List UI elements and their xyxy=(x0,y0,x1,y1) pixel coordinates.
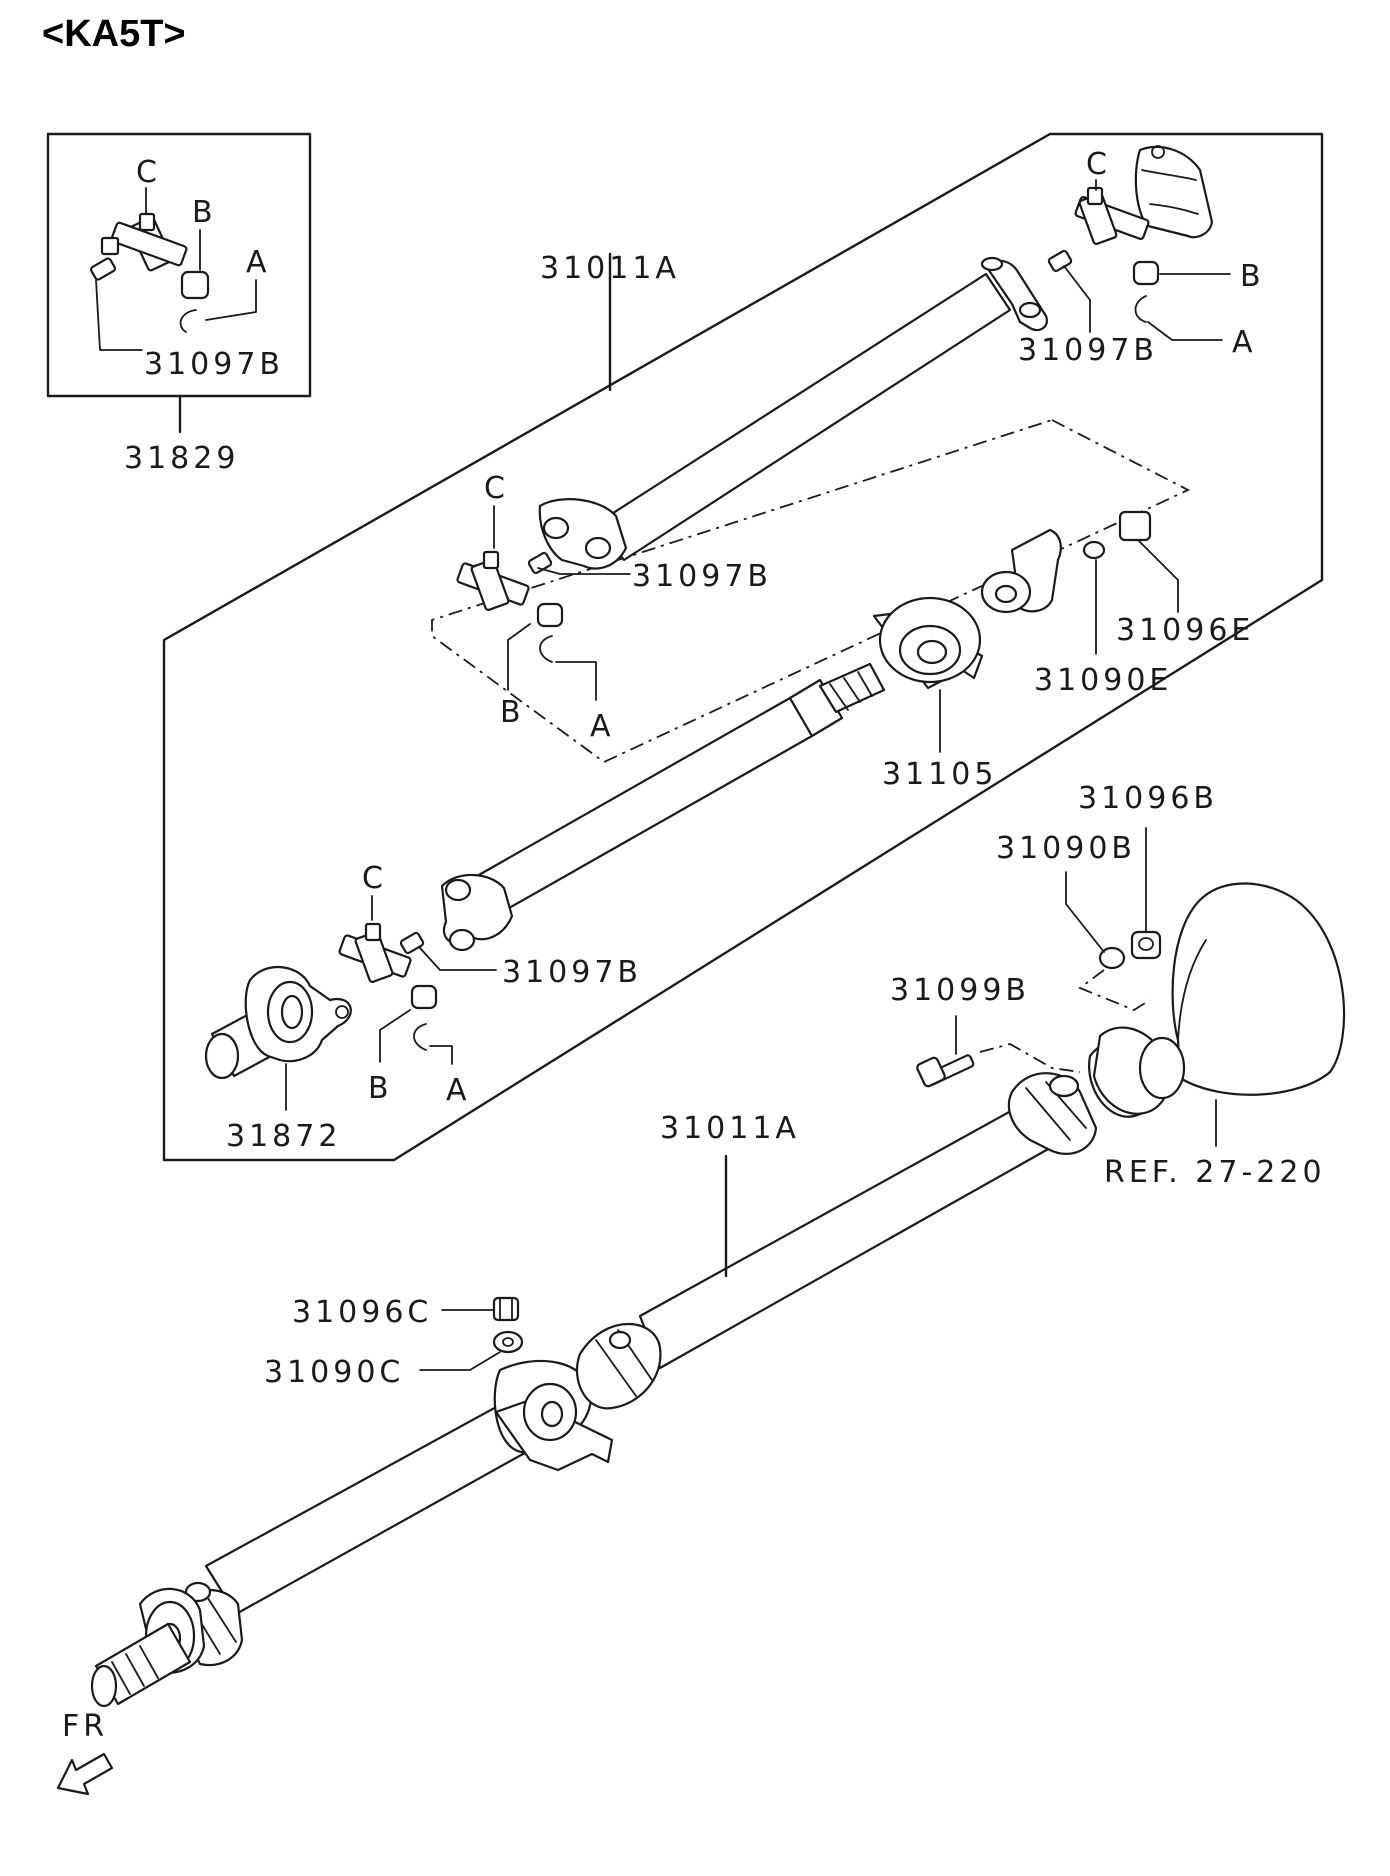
front-snap-ring xyxy=(413,1023,427,1051)
page-title: <KA5T> xyxy=(42,13,186,55)
direction-label: FR xyxy=(62,1709,108,1744)
exploded-view-outline xyxy=(162,132,1324,1162)
diff-washer xyxy=(1098,946,1126,970)
diff-washer-number: 31090B xyxy=(996,831,1136,866)
front-label-c: C xyxy=(362,861,387,896)
kit-bearing-cap xyxy=(180,270,210,300)
mid-label-b: B xyxy=(500,695,525,730)
differential-housing xyxy=(1092,882,1346,1115)
center-bearing-number: 31105 xyxy=(882,757,997,792)
reference-label: REF. 27-220 xyxy=(1104,1155,1326,1190)
center-bearing xyxy=(872,596,984,690)
rear-label-b: B xyxy=(1240,259,1265,294)
upper-shaft-number: 31011A xyxy=(540,251,680,286)
lower-shaft-number: 31011A xyxy=(660,1111,800,1146)
kit-label-c: C xyxy=(136,155,161,190)
lower-nut-number: 31096C xyxy=(292,1295,432,1330)
rear-label-a: A xyxy=(1232,325,1257,360)
mid-label-a: A xyxy=(590,709,615,744)
diff-hardware-dashed-leader xyxy=(1078,969,1151,1012)
front-bearing-cap xyxy=(410,984,438,1010)
bearing-washer-number: 31090E xyxy=(1034,663,1172,698)
kit-snap-ring xyxy=(179,309,197,333)
rear-joint-number: 31097B xyxy=(1018,333,1158,368)
front-joint-number: 31097B xyxy=(502,955,642,990)
bearing-nut xyxy=(1118,510,1152,542)
rear-bearing-cap xyxy=(1132,260,1160,286)
rear-grease-fitting xyxy=(1047,249,1073,273)
mid-bearing-cap xyxy=(536,602,564,628)
diff-bolt-number: 31099B xyxy=(890,973,1030,1008)
rear-yoke-flange xyxy=(1134,145,1214,239)
rear-snap-ring xyxy=(1134,295,1147,323)
kit-part-number: 31829 xyxy=(124,441,239,476)
kit-label-b: B xyxy=(192,195,217,230)
front-universal-joint xyxy=(338,922,412,983)
lower-bearing-nut xyxy=(492,1296,520,1322)
mid-universal-joint xyxy=(456,550,530,611)
kit-grease-fitting xyxy=(89,257,117,281)
mid-joint-number: 31097B xyxy=(632,559,772,594)
lower-washer-number: 31090C xyxy=(264,1355,404,1390)
bearing-nut-number: 31096E xyxy=(1116,613,1254,648)
front-propeller-shaft xyxy=(440,662,886,952)
kit-joint-number: 31097B xyxy=(144,347,284,382)
diff-nut xyxy=(1130,930,1162,960)
rear-propeller-shaft xyxy=(538,256,1048,570)
lower-bearing-washer xyxy=(492,1330,524,1354)
front-label-a: A xyxy=(446,1073,471,1108)
rear-universal-joint xyxy=(1074,186,1150,245)
front-flange-number: 31872 xyxy=(226,1119,341,1154)
front-grease-fitting xyxy=(399,931,425,955)
mid-snap-ring xyxy=(539,635,553,663)
kit-box: 31829 C B A 31097B xyxy=(46,132,312,476)
front-label-b: B xyxy=(368,1071,393,1106)
companion-yoke xyxy=(980,528,1062,614)
kit-label-a: A xyxy=(246,245,271,280)
mid-label-c: C xyxy=(484,471,509,506)
bearing-washer xyxy=(1082,540,1106,560)
diff-nut-number: 31096B xyxy=(1078,781,1218,816)
assembled-propeller-shaft xyxy=(90,1035,1170,1708)
kit-universal-joint xyxy=(100,212,188,272)
rear-label-c: C xyxy=(1086,147,1111,182)
front-flange xyxy=(204,966,352,1080)
front-direction-arrow-icon xyxy=(56,1752,114,1796)
center-bearing-group-outline xyxy=(431,419,1191,764)
diff-bolt xyxy=(916,1054,975,1088)
diff-bolt-dashed-leader xyxy=(979,1043,1081,1073)
